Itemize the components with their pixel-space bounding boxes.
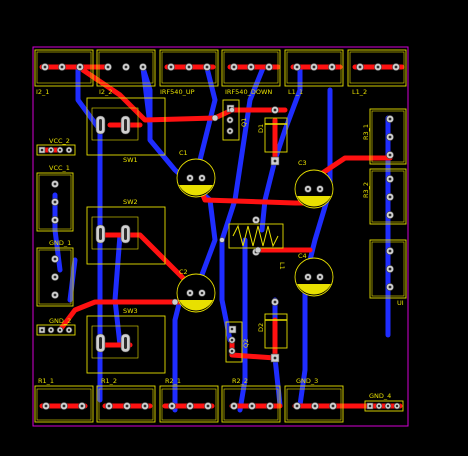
switch-sw3 — [86, 315, 166, 374]
label-r3-1: R3_1 — [362, 124, 370, 140]
label-gnd-2: GND_2 — [49, 317, 71, 325]
connector-r3-2 — [369, 168, 407, 225]
connector-r1-2 — [96, 385, 156, 423]
label-c2: C2 — [179, 268, 188, 276]
label-vcc-2: VCC_2 — [49, 137, 70, 145]
label-gnd-4: GND_4 — [369, 392, 391, 400]
board-outline — [32, 46, 409, 427]
label-r2-2: R2_2 — [232, 377, 248, 385]
capacitor-c3 — [294, 169, 334, 209]
capacitor-c2 — [176, 273, 216, 313]
label-gnd-1: GND_1 — [49, 239, 71, 247]
connector-r2-1 — [159, 385, 219, 423]
header-gnd-2 — [36, 324, 76, 336]
capacitor-c1 — [176, 158, 216, 198]
connector-l1-1 — [284, 49, 344, 87]
diode-d1 — [264, 106, 288, 166]
label-r1-2: R1_2 — [101, 377, 117, 385]
bottom-trace — [219, 65, 266, 343]
capacitor-c4 — [294, 257, 334, 297]
bottom-trace — [52, 192, 63, 273]
label-gnd-3: GND_3 — [296, 377, 318, 385]
switch-sw1 — [86, 97, 166, 156]
connector-gnd-1 — [36, 247, 74, 307]
label-l1-2: L1_2 — [352, 88, 367, 96]
connector-i2-2 — [96, 49, 156, 87]
label-ui: UI — [397, 299, 404, 307]
label-l1-1: L1_1 — [288, 88, 303, 96]
connector-l1-2 — [347, 49, 407, 87]
connector-gnd-3 — [284, 385, 344, 423]
connector-irf540-down — [221, 49, 281, 87]
vias — [171, 107, 262, 306]
label-q2: Q2 — [242, 339, 250, 348]
mosfet-q2 — [225, 321, 243, 363]
connector-r3-1 — [369, 108, 407, 165]
label-r1-1: R1_1 — [38, 377, 54, 385]
bottom-trace — [237, 237, 248, 413]
label-sw1: SW1 — [123, 156, 138, 164]
connector-r1-1 — [34, 385, 94, 423]
header-vcc-2 — [36, 144, 76, 156]
header-gnd-4 — [364, 400, 404, 412]
diode-d2 — [264, 298, 288, 363]
label-r2-1: R2_1 — [165, 377, 181, 385]
connector-i2-1 — [34, 49, 94, 87]
label-l1: L1 — [278, 262, 286, 270]
switch-sw2 — [86, 206, 166, 265]
label-r3-2: R3_2 — [362, 182, 370, 198]
top-trace — [57, 299, 183, 333]
connector-irf540-up — [159, 49, 219, 87]
connector-ui — [369, 239, 407, 299]
label-i2-1: I2_1 — [36, 88, 49, 96]
label-d2: D2 — [257, 323, 265, 332]
connector-r2-2 — [221, 385, 281, 423]
label-irf540-down: IRF540_DOWN — [225, 88, 272, 96]
label-c4: C4 — [298, 252, 307, 260]
label-irf540-up: IRF540_UP — [160, 88, 195, 96]
top-trace — [229, 337, 278, 361]
label-sw2: SW2 — [123, 198, 138, 206]
silkscreen-labels: I2_1 I2_2 IRF540_UP IRF540_DOWN L1_1 L1_… — [36, 88, 404, 400]
label-i2-2: I2_2 — [99, 88, 112, 96]
label-c1: C1 — [179, 149, 188, 157]
bottom-trace — [140, 65, 153, 128]
top-trace — [80, 67, 288, 123]
label-q1: Q1 — [240, 118, 248, 127]
connector-vcc-1 — [36, 172, 74, 232]
label-sw3: SW3 — [123, 307, 138, 315]
label-d1: D1 — [257, 124, 265, 133]
top-trace — [312, 155, 393, 181]
label-c3: C3 — [298, 159, 307, 167]
label-vcc-1: VCC_1 — [49, 164, 70, 172]
